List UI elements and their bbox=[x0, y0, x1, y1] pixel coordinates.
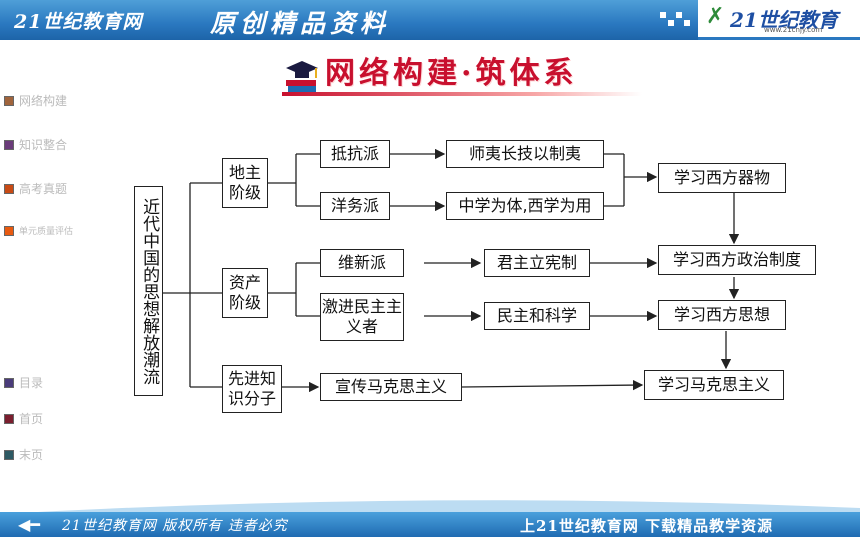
nav-bullet-icon bbox=[4, 95, 14, 106]
idea-radical: 民主和科学 bbox=[484, 302, 590, 330]
idea-marxism-spread: 宣传马克思主义 bbox=[320, 373, 462, 401]
nav-item-knowledge[interactable]: 知识整合 bbox=[4, 136, 67, 153]
nav-item-label: 高考真题 bbox=[19, 182, 68, 196]
page-title-text: 网络构建·筑体系 bbox=[325, 56, 578, 91]
runner-logo-icon: ✗ bbox=[706, 4, 725, 29]
nav-bullet-icon bbox=[4, 449, 14, 460]
back-arrow-icon[interactable]: ◀━ bbox=[18, 515, 40, 534]
nav-item-label: 单元质量评估 bbox=[19, 227, 74, 237]
stage-thought: 学习西方思想 bbox=[658, 300, 786, 330]
idea-resist: 师夷长技以制夷 bbox=[446, 140, 604, 168]
idea-reform: 君主立宪制 bbox=[484, 249, 590, 277]
logo-text: 21世纪教育 bbox=[730, 8, 838, 32]
nav-item-label: 网络构建 bbox=[19, 94, 68, 108]
nav-bullet-icon bbox=[4, 413, 14, 424]
footer-bar: ◀━ 21世纪教育网 版权所有 违者必究 上21世纪教育网 下载精品教学资源 bbox=[0, 512, 860, 537]
graduation-cap-books-icon bbox=[286, 61, 318, 92]
footer-copyright: 21世纪教育网 版权所有 违者必究 bbox=[62, 518, 288, 534]
footer-download-link[interactable]: 上21世纪教育网 下载精品教学资源 bbox=[520, 517, 774, 535]
nav-item-contents[interactable]: 目录 bbox=[4, 374, 43, 391]
root-node: 近代中国的思想解放潮流 bbox=[134, 186, 163, 396]
idea-westernization: 中学为体,西学为用 bbox=[446, 192, 604, 220]
nav-bullet-icon bbox=[4, 225, 14, 236]
title-underline bbox=[282, 92, 642, 96]
nav-item-label: 末页 bbox=[19, 448, 44, 462]
nav-item-exam[interactable]: 高考真题 bbox=[4, 180, 67, 197]
group-landlord: 地主阶级 bbox=[222, 158, 268, 208]
nav-item-last[interactable]: 末页 bbox=[4, 446, 43, 463]
faction-radical: 激进民主主义者 bbox=[320, 293, 404, 341]
faction-westernization: 洋务派 bbox=[320, 192, 390, 220]
page-title: 网络构建·筑体系 bbox=[325, 48, 577, 91]
logo-url: www.21cnjy.com bbox=[764, 26, 823, 34]
nav-item-label: 首页 bbox=[19, 412, 44, 426]
group-bourgeois: 资产阶级 bbox=[222, 268, 268, 318]
faction-resist: 抵抗派 bbox=[320, 140, 390, 168]
decorative-dots-icon bbox=[660, 12, 692, 28]
nav-bullet-icon bbox=[4, 183, 14, 194]
nav-item-home[interactable]: 首页 bbox=[4, 410, 43, 427]
stage-marxism: 学习马克思主义 bbox=[644, 370, 784, 400]
nav-item-label: 目录 bbox=[19, 376, 44, 390]
faction-reform: 维新派 bbox=[320, 249, 404, 277]
nav-item-network[interactable]: 网络构建 bbox=[4, 92, 67, 109]
stage-artifacts: 学习西方器物 bbox=[658, 163, 786, 193]
stage-political: 学习西方政治制度 bbox=[658, 245, 816, 275]
nav-bullet-icon bbox=[4, 139, 14, 150]
nav-item-label: 知识整合 bbox=[19, 138, 68, 152]
group-intellectual: 先进知识分子 bbox=[222, 365, 282, 413]
brand-text: 21世纪教育网 bbox=[14, 11, 143, 33]
nav-bullet-icon bbox=[4, 377, 14, 388]
nav-item-assessment[interactable]: 单元质量评估 bbox=[4, 224, 73, 237]
slogan-text: 原创精品资料 bbox=[210, 9, 391, 38]
site-logo[interactable]: ✗ 21世纪教育 www.21cnjy.com bbox=[698, 0, 860, 40]
